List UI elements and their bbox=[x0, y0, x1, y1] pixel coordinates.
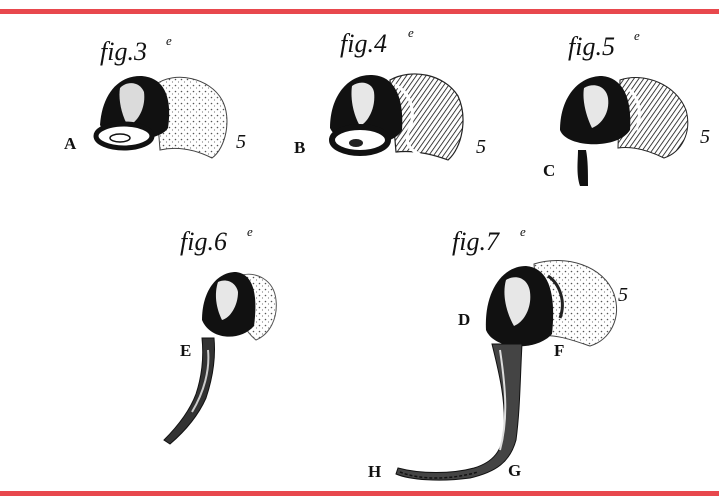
figure-7: fig.7 e D F H G 5 bbox=[368, 224, 628, 481]
figure-3-number: 5 bbox=[236, 131, 246, 153]
figure-3-caption-suffix: e bbox=[166, 33, 172, 48]
figure-5-caption-suffix: e bbox=[634, 28, 640, 43]
figure-6-letter-e: E bbox=[180, 341, 191, 360]
figure-5-letter-c: C bbox=[543, 161, 555, 180]
figure-6-caption: fig.6 bbox=[180, 227, 227, 256]
figure-3: fig.3 e A 5 bbox=[64, 33, 246, 158]
figure-3-letter-a: A bbox=[64, 134, 77, 153]
figure-7-letter-h: H bbox=[368, 462, 381, 481]
figure-5-number: 5 bbox=[700, 126, 710, 148]
figure-7-seedling-drawing bbox=[396, 261, 617, 481]
figure-4-seed-drawing bbox=[330, 74, 463, 160]
figure-7-letter-g: G bbox=[508, 461, 521, 480]
figure-5: fig.5 e C 5 bbox=[543, 28, 710, 186]
figure-7-letter-d: D bbox=[458, 310, 470, 329]
figure-4-number: 5 bbox=[476, 136, 486, 158]
figure-4-letter-b: B bbox=[294, 138, 305, 157]
figure-6: fig.6 e E bbox=[164, 224, 276, 444]
figure-4-caption: fig.4 bbox=[340, 29, 387, 58]
figure-7-caption: fig.7 bbox=[452, 227, 500, 256]
figure-5-caption: fig.5 bbox=[568, 32, 615, 61]
figure-7-caption-suffix: e bbox=[520, 224, 526, 239]
figure-3-caption: fig.3 bbox=[100, 37, 147, 66]
figure-7-letter-f: F bbox=[554, 341, 564, 360]
figure-4-caption-suffix: e bbox=[408, 25, 414, 40]
figure-4: fig.4 e B 5 bbox=[294, 25, 486, 160]
figure-6-caption-suffix: e bbox=[247, 224, 253, 239]
figure-7-number: 5 bbox=[618, 284, 628, 306]
figure-5-seed-drawing bbox=[560, 76, 688, 186]
figure-3-seed-drawing bbox=[96, 76, 227, 158]
